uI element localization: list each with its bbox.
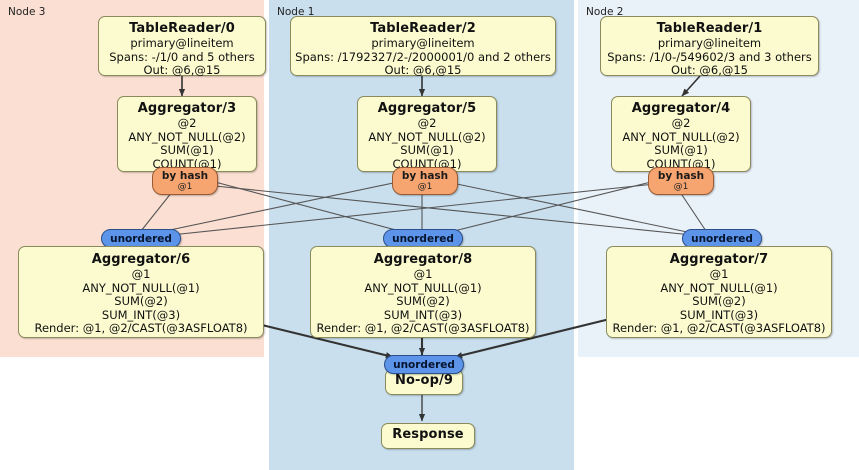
processor-aggregator-4[interactable]: Aggregator/4 @2 ANY_NOT_NULL(@2) SUM(@1)…: [611, 96, 751, 172]
processor-line: Out: @6,@15: [143, 63, 221, 77]
processor-line: SUM(@1): [160, 143, 214, 157]
processor-tablereader-0[interactable]: TableReader/0 primary@lineitem Spans: -/…: [98, 16, 266, 77]
processor-line: primary@lineitem: [657, 36, 762, 50]
processor-response[interactable]: Response: [381, 423, 475, 449]
processor-line: Out: @6,@15: [384, 63, 462, 77]
processor-line: SUM(@2): [692, 294, 746, 308]
router-by-hash-left[interactable]: by hash @1: [152, 167, 218, 195]
synchronizer-unordered-center[interactable]: unordered: [383, 229, 463, 248]
router-by-hash-center[interactable]: by hash @1: [392, 167, 458, 195]
router-type: by hash: [401, 170, 449, 182]
processor-line: SUM(@1): [654, 143, 708, 157]
synchronizer-label: unordered: [392, 232, 454, 245]
processor-line: COUNT(@1): [152, 156, 222, 171]
processor-tablereader-1[interactable]: TableReader/1 primary@lineitem Spans: /1…: [600, 16, 819, 77]
router-column: @1: [673, 182, 689, 192]
processor-aggregator-8[interactable]: Aggregator/8 @1 ANY_NOT_NULL(@1) SUM(@2)…: [310, 246, 536, 338]
synchronizer-unordered-left[interactable]: unordered: [101, 229, 181, 248]
processor-line: Spans: /1792327/2-/2000001/0 and 2 other…: [295, 49, 551, 64]
processor-line: @1: [709, 267, 729, 281]
processor-line: @1: [131, 267, 151, 281]
processor-title: Aggregator/6: [91, 252, 191, 267]
synchronizer-label: unordered: [393, 358, 455, 371]
node-label-node2: Node 2: [586, 6, 624, 18]
processor-aggregator-7[interactable]: Aggregator/7 @1 ANY_NOT_NULL(@1) SUM(@2)…: [606, 246, 832, 338]
processor-title: Aggregator/3: [137, 101, 237, 116]
synchronizer-unordered-final[interactable]: unordered: [384, 355, 464, 374]
processor-line: ANY_NOT_NULL(@2): [622, 129, 740, 144]
router-type: by hash: [657, 170, 705, 182]
processor-line: @2: [177, 116, 197, 130]
processor-line: Out: @6,@15: [671, 63, 748, 77]
processor-aggregator-6[interactable]: Aggregator/6 @1 ANY_NOT_NULL(@1) SUM(@2)…: [18, 246, 264, 338]
processor-line: ANY_NOT_NULL(@2): [128, 129, 246, 144]
processor-line: SUM(@2): [114, 294, 168, 308]
processor-line: @2: [671, 116, 691, 130]
processor-line: Spans: /1/0-/549602/3 and 3 others: [607, 49, 812, 64]
processor-line: Spans: -/1/0 and 5 others: [109, 49, 255, 64]
processor-title: TableReader/1: [656, 21, 763, 36]
processor-title: Aggregator/4: [631, 101, 731, 116]
processor-title: Aggregator/7: [669, 252, 769, 267]
processor-line: Render: @1, @2/CAST(@3ASFLOAT8): [34, 321, 248, 335]
processor-aggregator-5[interactable]: Aggregator/5 @2 ANY_NOT_NULL(@2) SUM(@1)…: [357, 96, 497, 172]
processor-line: COUNT(@1): [646, 156, 716, 171]
processor-line: primary@lineitem: [371, 36, 475, 50]
processor-line: primary@lineitem: [130, 36, 234, 50]
router-column: @1: [177, 182, 193, 192]
processor-line: SUM_INT(@3): [679, 307, 759, 322]
router-column: @1: [417, 182, 433, 192]
processor-title: TableReader/2: [370, 21, 476, 36]
processor-line: Render: @1, @2/CAST(@3ASFLOAT8): [612, 321, 826, 335]
processor-title: Response: [392, 427, 464, 442]
processor-line: SUM(@1): [400, 143, 454, 157]
processor-line: COUNT(@1): [392, 156, 462, 171]
processor-line: @2: [417, 116, 437, 130]
processor-title: No-op/9: [395, 373, 453, 388]
synchronizer-label: unordered: [110, 232, 172, 245]
processor-line: ANY_NOT_NULL(@1): [660, 280, 778, 295]
processor-line: ANY_NOT_NULL(@1): [364, 280, 482, 295]
node-label-node3: Node 3: [8, 6, 46, 18]
processor-tablereader-2[interactable]: TableReader/2 primary@lineitem Spans: /1…: [290, 16, 556, 77]
node-label-node1: Node 1: [277, 6, 315, 18]
processor-aggregator-3[interactable]: Aggregator/3 @2 ANY_NOT_NULL(@2) SUM(@1)…: [117, 96, 257, 172]
processor-line: ANY_NOT_NULL(@2): [368, 129, 486, 144]
processor-title: TableReader/0: [129, 21, 235, 36]
processor-title: Aggregator/5: [377, 101, 477, 116]
processor-title: Aggregator/8: [373, 252, 473, 267]
processor-line: SUM_INT(@3): [101, 307, 181, 322]
processor-line: ANY_NOT_NULL(@1): [82, 280, 200, 295]
synchronizer-label: unordered: [691, 232, 753, 245]
router-type: by hash: [161, 170, 209, 182]
processor-line: SUM_INT(@3): [383, 307, 463, 322]
processor-line: SUM(@2): [396, 294, 450, 308]
processor-line: @1: [413, 267, 433, 281]
router-by-hash-right[interactable]: by hash @1: [648, 167, 714, 195]
processor-line: Render: @1, @2/CAST(@3ASFLOAT8): [316, 321, 530, 335]
